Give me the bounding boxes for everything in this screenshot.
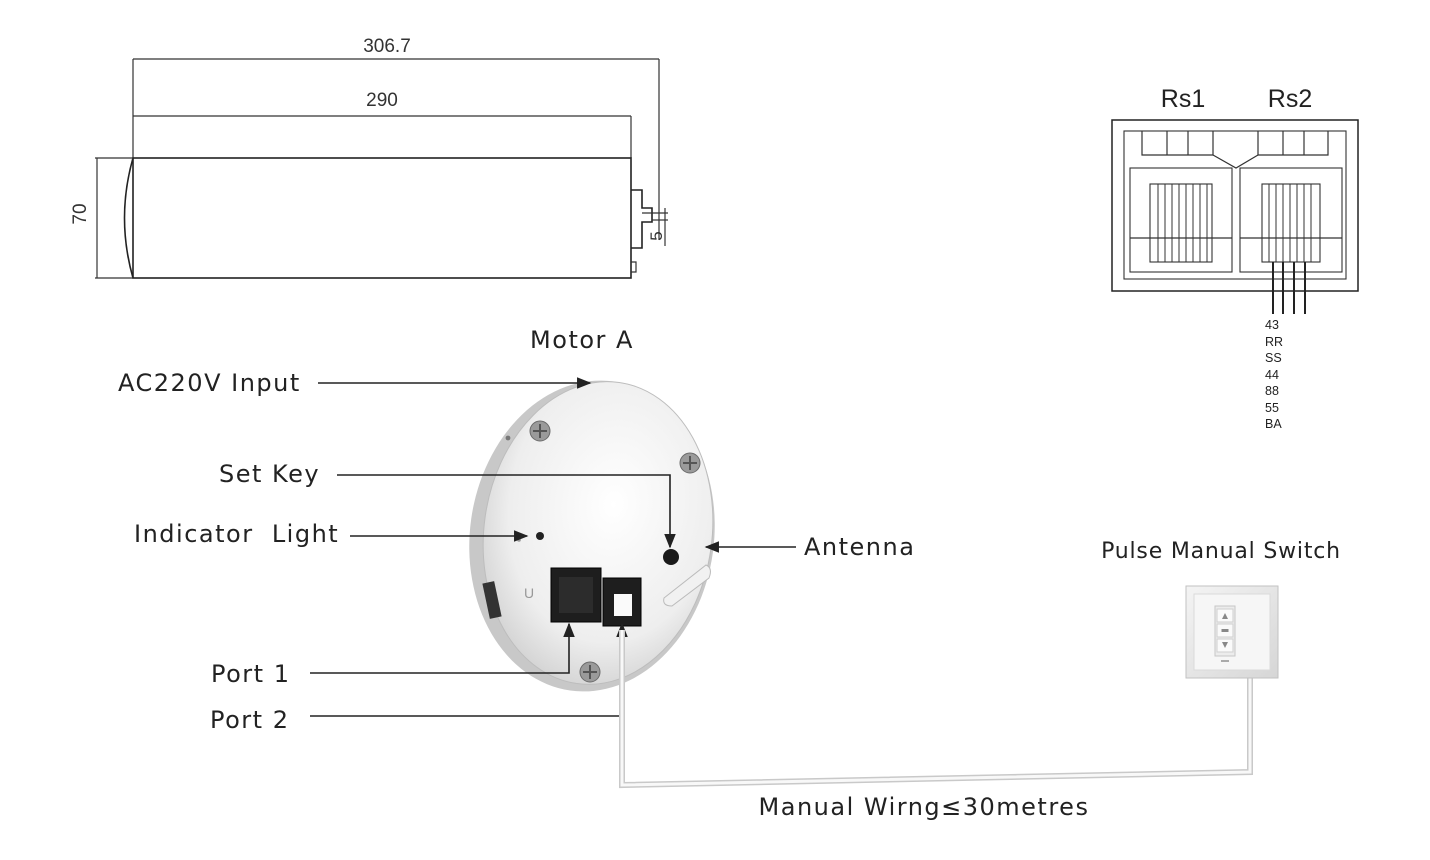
callout-set-key: Set Key: [219, 460, 676, 549]
svg-text:U: U: [524, 585, 534, 601]
motor-dimension-drawing: 306.7 290 70 5: [70, 36, 668, 279]
pin-label: RR: [1265, 335, 1283, 349]
callout-label-ac-input: AC220V Input: [118, 369, 301, 397]
switch-stop-button[interactable]: [1216, 623, 1234, 638]
connector-label-rs1: Rs1: [1161, 85, 1205, 113]
motor-tube-body: [132, 157, 632, 279]
callout-indicator-light: Indicator Light: [134, 520, 529, 548]
motor-head-plate: U: [469, 380, 715, 692]
switch-down-button[interactable]: [1216, 638, 1234, 653]
switch-up-button[interactable]: [1216, 608, 1234, 623]
motor-tube-end-cap: [123, 157, 134, 279]
wiring-length-label: Manual Wirng≤30metres: [759, 793, 1090, 821]
pin-label: 44: [1265, 368, 1279, 382]
pin-label: 43: [1265, 318, 1279, 332]
callout-label-port-1: Port 1: [211, 660, 290, 688]
callout-ac-input: AC220V Input: [118, 369, 592, 397]
callout-label-port-2: Port 2: [210, 706, 289, 734]
screw-icon: [579, 661, 601, 683]
callout-label-indicator-light: Indicator Light: [134, 520, 339, 548]
dimension-body-length: 290: [366, 90, 398, 111]
switch-title: Pulse Manual Switch: [1101, 539, 1341, 564]
antenna-stub: [663, 564, 711, 607]
pin-label: 88: [1265, 384, 1279, 398]
indicator-light-icon: [536, 532, 544, 540]
set-key-button[interactable]: [663, 549, 679, 565]
dimension-overall-length: 306.7: [363, 36, 411, 57]
callout-label-set-key: Set Key: [219, 460, 320, 488]
screw-icon: [679, 452, 701, 474]
callout-port-1: Port 1: [211, 622, 575, 688]
manual-wiring-cable: [619, 630, 1253, 789]
pin-label-list: 43 RR SS 44 88 55 BA: [1265, 318, 1283, 431]
jack-rs1: [1130, 183, 1232, 263]
dimension-diameter: 70: [70, 203, 91, 224]
dimension-shaft: 5: [647, 231, 666, 240]
callout-label-antenna: Antenna: [804, 533, 915, 561]
connector-label-rs2: Rs2: [1268, 85, 1312, 113]
jack-rs2: [1240, 183, 1342, 263]
rj-connector-diagram: Rs1 Rs2: [1111, 85, 1359, 431]
pin-label: 55: [1265, 401, 1279, 415]
motor-title: Motor A: [530, 326, 634, 354]
pulse-manual-switch: [1185, 585, 1279, 679]
screw-icon: [529, 420, 551, 442]
pin-label: SS: [1265, 351, 1282, 365]
pin-label: BA: [1265, 417, 1282, 431]
callout-antenna: Antenna: [704, 533, 915, 561]
